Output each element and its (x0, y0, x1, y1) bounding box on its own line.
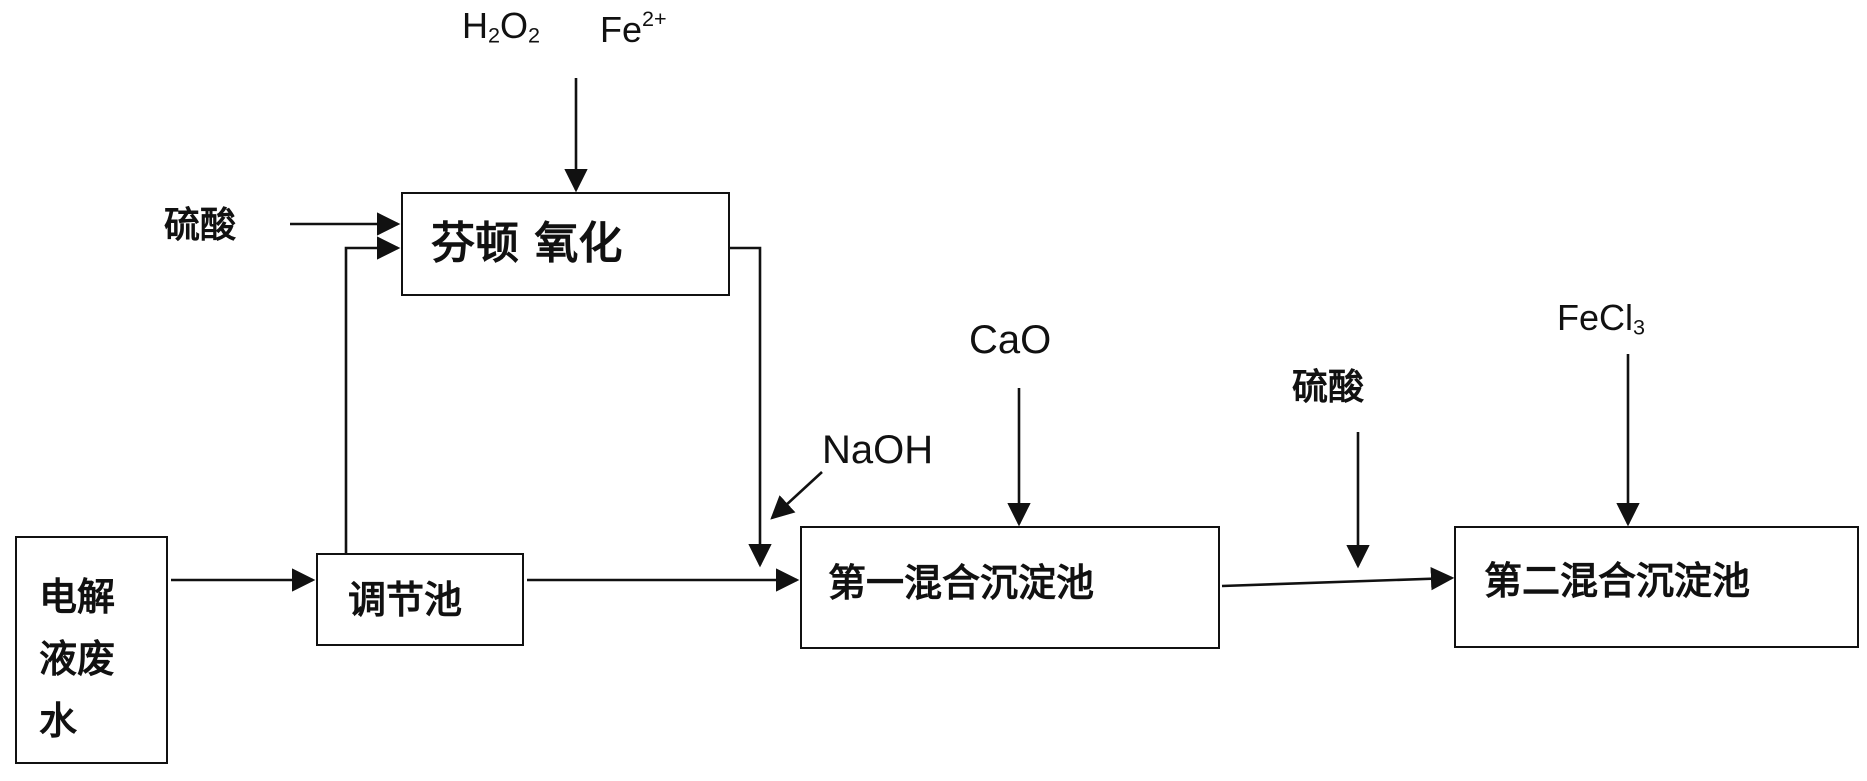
fenton-to-first-tank-line (730, 246, 772, 568)
h2o2-o: O (500, 5, 529, 46)
first-mixing-settling-tank-box: 第一混合沉淀池 (800, 526, 1220, 649)
reagent-naoh-label: NaOH (822, 428, 934, 472)
first-to-second-tank-arrow (1221, 567, 1455, 591)
reagent-sulfuric-acid-label: 硫酸 (164, 205, 237, 246)
h2o2-h-subscript: 2 (488, 22, 501, 48)
reagent-sulfuric-acid-2-label: 硫酸 (1292, 367, 1365, 408)
fenton-oxidation-box: 芬顿 氧化 (401, 192, 730, 296)
second-mixing-settling-tank-box: 第二混合沉淀池 (1454, 526, 1859, 648)
fe2-charge: 2+ (642, 6, 667, 31)
reagent-h2o2-label: H2O2 (462, 8, 540, 46)
first-mixing-settling-tank-label: 第一混合沉淀池 (828, 561, 1095, 605)
fecl3-subscript: 3 (1633, 314, 1646, 340)
h2o2-h: H (462, 5, 488, 46)
reagent-cao-label: CaO (969, 318, 1052, 362)
reagent-fecl3-label: FeCl3 (1557, 300, 1645, 338)
reagent-naoh-arrow (770, 471, 823, 520)
fe2-main: Fe (600, 9, 643, 51)
fenton-oxidation-label: 芬顿 氧化 (431, 218, 623, 269)
regulating-tank-box: 调节池 (316, 553, 524, 646)
reagent-fe2-label: Fe2+ (600, 8, 667, 48)
fecl3-main: FeCl (1557, 297, 1634, 338)
second-mixing-settling-tank-label: 第二混合沉淀池 (1484, 559, 1751, 603)
regulating-to-fenton-line (344, 236, 401, 554)
wastewater-label: 电解液废水 (39, 575, 116, 743)
h2o2-o-subscript: 2 (528, 22, 541, 48)
regulating-tank-label: 调节池 (348, 578, 463, 622)
wastewater-box: 电解液废水 (15, 536, 168, 764)
